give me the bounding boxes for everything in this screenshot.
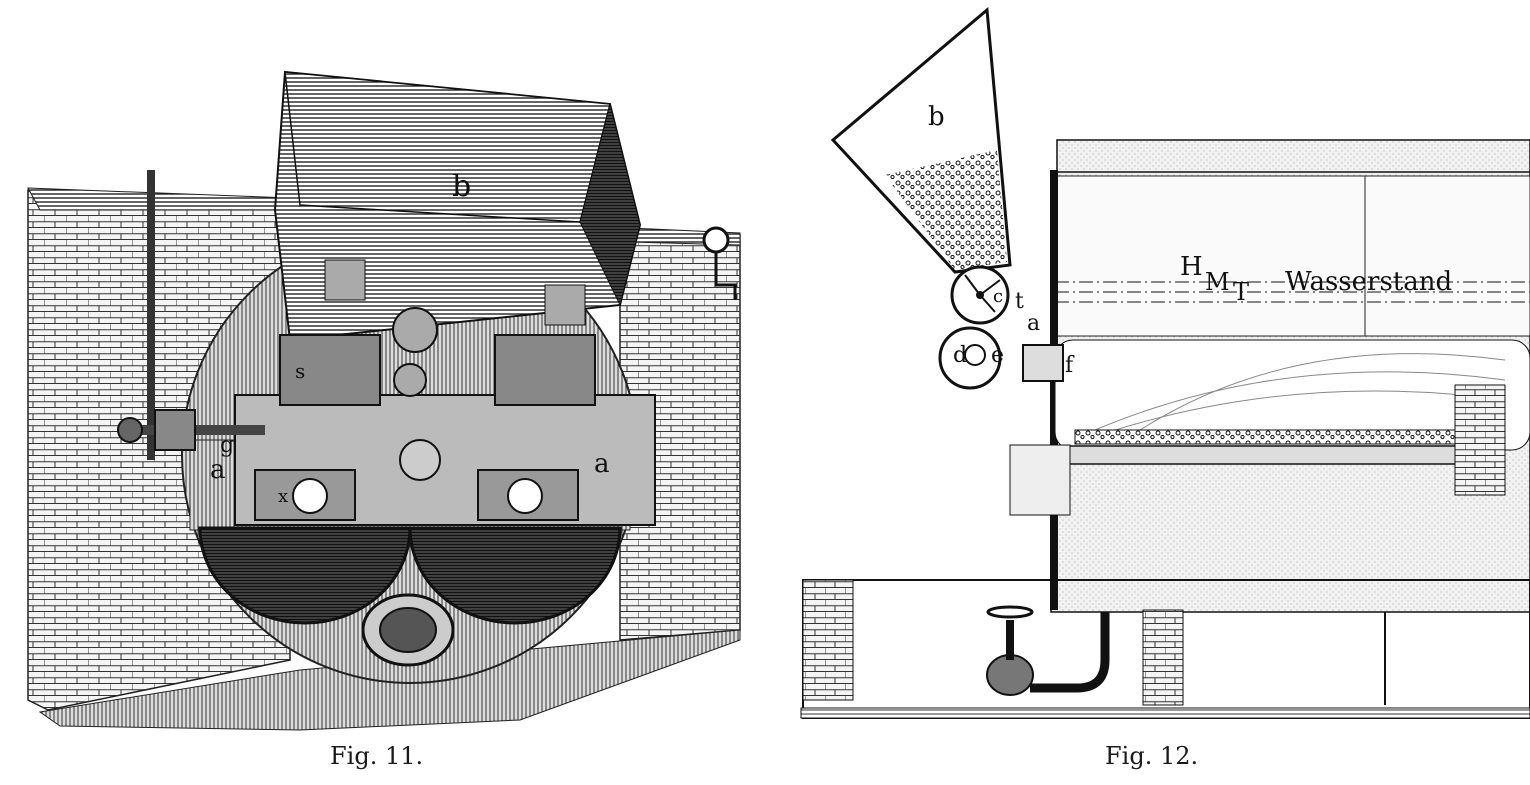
furnace-flue [1054, 339, 1530, 496]
label-c: c [993, 286, 1003, 307]
label-g: g [220, 433, 234, 458]
label-a: a [1027, 311, 1040, 336]
stoker-mechanism [234, 259, 656, 526]
label-a-left: a [210, 455, 226, 485]
label-wasserstand: Wasserstand [1285, 267, 1452, 297]
water-level-lines [1055, 281, 1530, 303]
label-s: s [295, 359, 305, 383]
boiler-front-view-drawing: b a a g s x [27, 70, 741, 731]
figure-11: b a a g s x Fig. 11. [27, 70, 741, 770]
figure-12: b H M T Wasserstand t a d e f c Fig. 12. [765, 0, 1530, 785]
label-x: x [278, 486, 288, 507]
label-a-right: a [594, 449, 610, 479]
label-M: M [1205, 268, 1230, 296]
blow-off-valve [986, 605, 1110, 696]
feeder-rolls [938, 265, 1064, 390]
front-plate [1009, 444, 1071, 516]
label-f: f [1065, 353, 1075, 378]
label-T: T [1233, 278, 1249, 306]
pressure-gauge [702, 226, 737, 300]
foundation [800, 579, 1530, 719]
label-d: d [953, 343, 967, 368]
boiler-section-view-drawing: b H M T Wasserstand t a d e f c [800, 6, 1530, 719]
label-b: b [452, 169, 471, 204]
fire-tubes [198, 526, 622, 625]
caption-fig-12: Fig. 12. [1105, 742, 1199, 770]
coal-hopper [830, 6, 1012, 274]
label-t: t [1015, 289, 1024, 314]
label-e: e [991, 343, 1004, 368]
label-H: H [1180, 252, 1203, 282]
manhole [361, 593, 455, 667]
drive-shaft [117, 170, 265, 460]
label-b: b [928, 102, 945, 132]
caption-fig-11: Fig. 11. [330, 742, 424, 770]
coal-hopper [273, 70, 642, 342]
